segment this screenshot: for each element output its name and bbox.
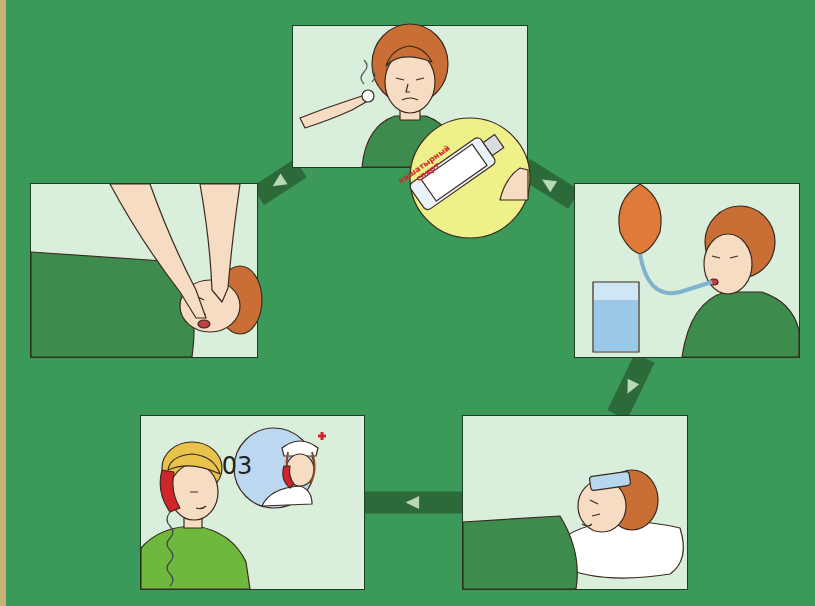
direction-arrow <box>406 496 420 509</box>
phone-number: 03 <box>217 454 257 479</box>
step-panel <box>30 183 258 358</box>
step-panel: нашатырный спирт <box>292 25 528 168</box>
flow-band <box>524 168 574 200</box>
step-panel: 03 <box>140 415 365 590</box>
direction-arrow-group <box>406 496 420 509</box>
flow-band <box>617 358 645 415</box>
direction-arrow-group <box>273 174 288 187</box>
direction-arrow <box>273 174 288 187</box>
mouth-check-scene <box>31 184 262 357</box>
bottle-label: нашатырный спирт <box>397 146 454 193</box>
direction-arrow-group <box>542 180 557 193</box>
flow-band <box>365 492 462 514</box>
step-panel <box>574 183 800 358</box>
flow-band <box>258 168 301 196</box>
diagram-stage: нашатырный спирт 03 <box>6 0 815 606</box>
direction-arrow <box>628 379 640 394</box>
direction-arrow-group <box>628 379 640 394</box>
step-panel <box>462 415 688 590</box>
direction-arrow <box>542 180 557 193</box>
